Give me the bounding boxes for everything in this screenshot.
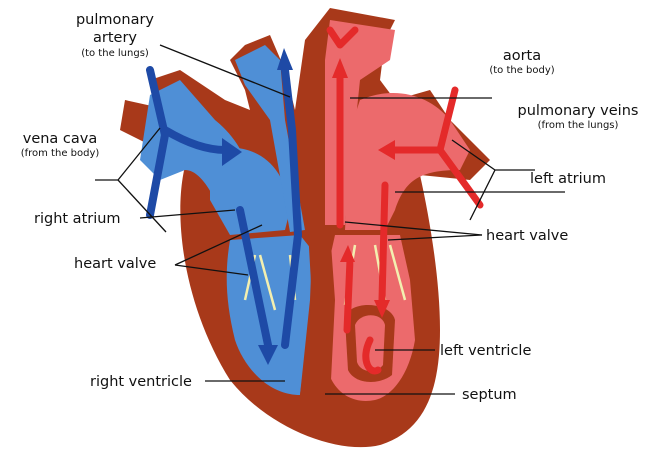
right-atrium-main bbox=[210, 147, 290, 235]
oxygenated-flow-arrows bbox=[326, 26, 484, 375]
heart-valve-label-right: heart valve bbox=[486, 228, 568, 244]
aorta-sublabel: (to the body) bbox=[489, 65, 554, 76]
oxygenated-arrowheads bbox=[332, 58, 395, 318]
pulmonary-artery-label: pulmonary bbox=[76, 12, 154, 28]
pulmonary-artery-sublabel: (to the lungs) bbox=[81, 48, 149, 59]
aorta-label: aorta bbox=[503, 48, 541, 64]
pulmonary-veins-sublabel: (from the lungs) bbox=[538, 120, 619, 131]
vena-cava-sublabel: (from the body) bbox=[21, 148, 100, 159]
left-atrium-chamber bbox=[345, 92, 470, 230]
septum-label: septum bbox=[462, 387, 517, 403]
right-atrium-label: right atrium bbox=[34, 211, 121, 227]
vena-cava-label: vena cava bbox=[23, 131, 98, 147]
pulmonary-veins-label: pulmonary veins bbox=[518, 103, 639, 119]
right-ventricle-label: right ventricle bbox=[90, 374, 192, 390]
left-ventricle-label: left ventricle bbox=[440, 343, 531, 359]
pointer-lines bbox=[95, 44, 565, 395]
deoxygenated-arrowheads bbox=[222, 48, 293, 365]
pulmonary-artery-vessel bbox=[235, 45, 305, 232]
pulmonary-artery-label-line2: artery bbox=[93, 30, 137, 46]
left-atrium-label: left atrium bbox=[530, 171, 606, 187]
septum-wall bbox=[300, 230, 335, 410]
heart-valve-label-left: heart valve bbox=[74, 256, 156, 272]
